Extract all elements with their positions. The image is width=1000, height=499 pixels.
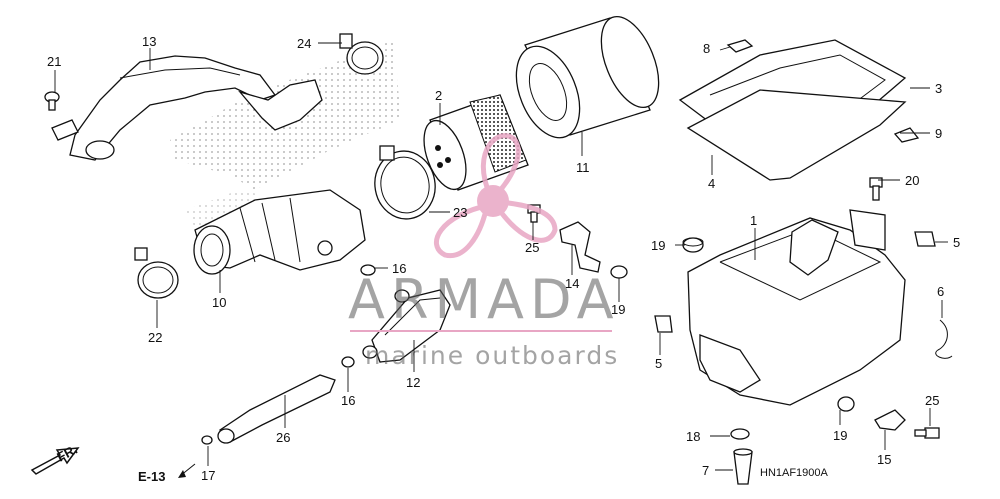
- callout-25-lower: 25: [925, 393, 939, 408]
- callout-5-right: 5: [953, 235, 960, 250]
- callout-17: 17: [201, 468, 215, 483]
- callout-1: 1: [750, 213, 757, 228]
- grommet-lower[interactable]: [837, 396, 855, 412]
- clip-side-right[interactable]: [914, 231, 936, 247]
- callout-15: 15: [877, 452, 891, 467]
- drain-plug-tube[interactable]: [733, 448, 753, 485]
- callout-2: 2: [435, 88, 442, 103]
- callout-22: 22: [148, 330, 162, 345]
- wire-clip[interactable]: [935, 319, 953, 359]
- hose-clamp-top[interactable]: [339, 33, 384, 75]
- band-clamp[interactable]: [370, 145, 441, 224]
- cover-gasket[interactable]: [686, 89, 907, 181]
- cover-clip-side[interactable]: [893, 127, 920, 143]
- bracket[interactable]: [559, 221, 601, 273]
- callout-23: 23: [453, 205, 467, 220]
- callout-26: 26: [276, 430, 290, 445]
- tube-clip-lower[interactable]: [341, 356, 355, 368]
- callout-10: 10: [212, 295, 226, 310]
- callout-7: 7: [702, 463, 709, 478]
- bolt-upper-left[interactable]: [44, 91, 60, 111]
- watermark-tagline: marine outboards: [365, 341, 619, 370]
- callout-13: 13: [142, 34, 156, 49]
- callout-14: 14: [565, 276, 579, 291]
- breather-chamber[interactable]: [362, 289, 451, 363]
- clip-case-left[interactable]: [654, 315, 673, 333]
- callout-19-lower: 19: [833, 428, 847, 443]
- callout-3: 3: [935, 81, 942, 96]
- bracket-lower-right[interactable]: [874, 409, 906, 431]
- air-filter-element[interactable]: [416, 94, 529, 195]
- callout-6: 6: [937, 284, 944, 299]
- callout-21: 21: [47, 54, 61, 69]
- callout-5-left: 5: [655, 356, 662, 371]
- drawing-code: HN1AF1900A: [760, 467, 829, 479]
- air-cleaner-case[interactable]: [687, 209, 906, 406]
- callout-labels: 13 21 24 2 11 8 3 9 4 20 23 25 1 19 5 16…: [47, 34, 960, 483]
- connecting-tube[interactable]: [193, 189, 366, 275]
- callout-11: 11: [576, 160, 590, 175]
- reference-label[interactable]: E-13: [138, 469, 165, 484]
- bolt-case[interactable]: [869, 177, 883, 201]
- cover-clip-top[interactable]: [726, 39, 754, 53]
- callout-16-upper: 16: [392, 261, 406, 276]
- callout-9: 9: [935, 126, 942, 141]
- callout-19-left: 19: [651, 238, 665, 253]
- drain-hose[interactable]: [217, 374, 336, 444]
- callout-16-lower: 16: [341, 393, 355, 408]
- watermark-brand: ARMADA: [348, 268, 620, 331]
- callout-19-center: 19: [611, 302, 625, 317]
- callout-25-upper: 25: [525, 240, 539, 255]
- drain-clip[interactable]: [730, 428, 750, 440]
- tube-clip-upper[interactable]: [360, 264, 376, 276]
- callout-18: 18: [686, 429, 700, 444]
- leader-lines: [54, 42, 948, 471]
- hose-clip-small[interactable]: [201, 435, 213, 445]
- watermark-propeller-logo: [433, 133, 558, 259]
- grommet-left[interactable]: [682, 237, 704, 253]
- intake-duct[interactable]: [51, 55, 323, 161]
- callout-4: 4: [708, 176, 715, 191]
- callout-24: 24: [297, 36, 311, 51]
- hose-clamp-lower[interactable]: [134, 247, 179, 299]
- callout-20: 20: [905, 173, 919, 188]
- bolt-lower-right[interactable]: [914, 427, 940, 439]
- callout-8: 8: [703, 41, 710, 56]
- callout-12: 12: [406, 375, 420, 390]
- front-direction-indicator: FR.: [30, 442, 80, 475]
- reference-arrow[interactable]: E-13: [138, 463, 196, 484]
- foam-filter-cylinder[interactable]: [504, 9, 670, 147]
